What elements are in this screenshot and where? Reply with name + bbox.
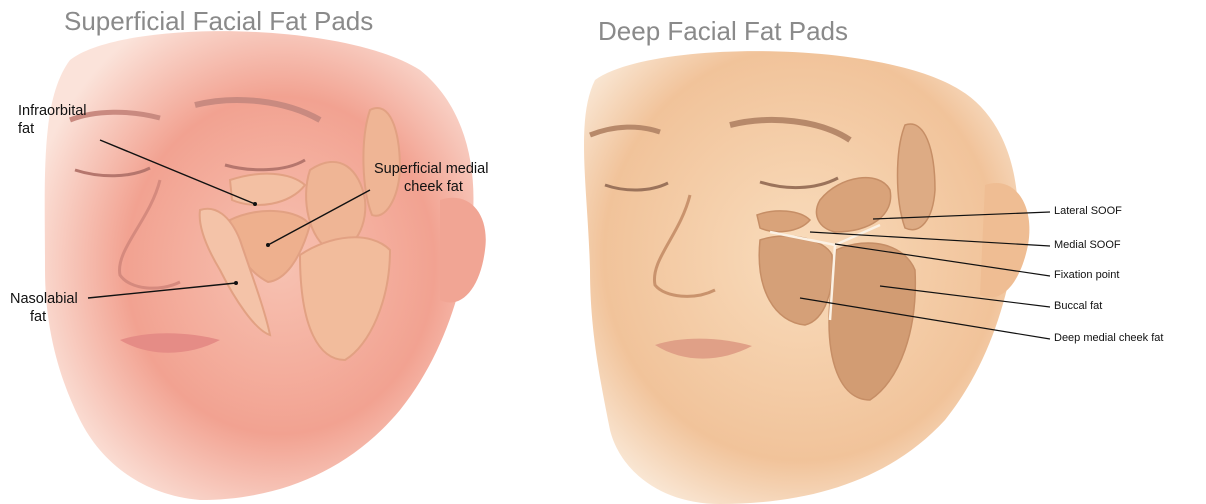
label-infraorbital-line2: fat — [18, 120, 87, 138]
deep-ear — [980, 183, 1029, 297]
deep-face — [584, 51, 1050, 504]
label-nasolabial-line1: Nasolabial — [10, 290, 78, 308]
deep-title: Deep Facial Fat Pads — [598, 16, 848, 47]
label-lateral-soof: Lateral SOOF — [1054, 205, 1122, 219]
label-deep-medial-cheek-fat: Deep medial cheek fat — [1054, 332, 1163, 346]
label-infraorbital-line1: Infraorbital — [18, 102, 87, 120]
label-nasolabial-line2: fat — [10, 308, 78, 326]
leader-nasolabial-dot — [234, 281, 238, 285]
label-infraorbital-fat: Infraorbital fat — [18, 102, 87, 138]
label-smcf-line1: Superficial medial — [374, 160, 488, 178]
leader-superficial-medial-cheek-dot — [266, 243, 270, 247]
label-nasolabial-fat: Nasolabial fat — [10, 290, 78, 326]
label-smcf-line2: cheek fat — [374, 178, 488, 196]
superficial-face — [45, 31, 486, 500]
label-buccal-fat: Buccal fat — [1054, 300, 1102, 314]
superficial-ear — [440, 198, 486, 303]
leader-infraorbital-dot — [253, 202, 257, 206]
label-medial-soof: Medial SOOF — [1054, 239, 1121, 253]
superficial-title: Superficial Facial Fat Pads — [64, 6, 373, 37]
label-fixation-point: Fixation point — [1054, 269, 1119, 283]
label-superficial-medial-cheek-fat: Superficial medial cheek fat — [374, 160, 488, 196]
